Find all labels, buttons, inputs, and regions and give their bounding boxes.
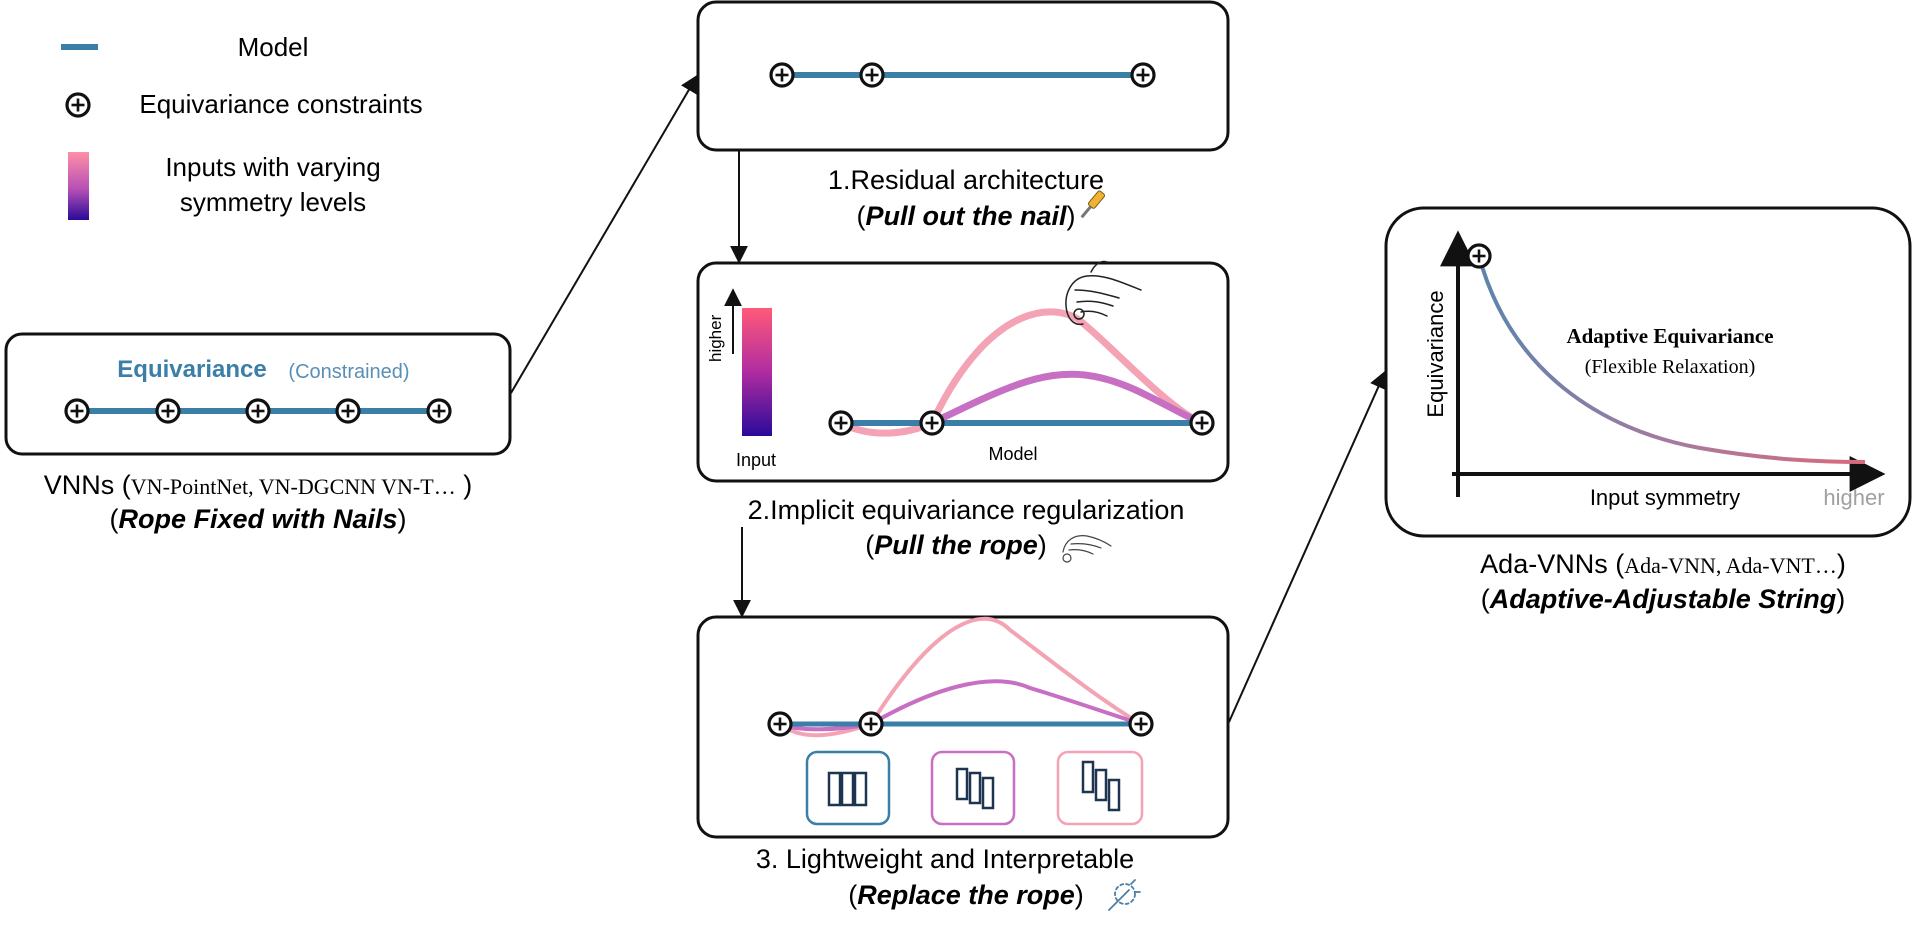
ada-subtitle: (Flexible Relaxation) — [1585, 356, 1756, 378]
ada-caption-examples: Ada-VNN, Ada-VNT… — [1624, 553, 1837, 578]
step2-metaphor-close: ) — [1038, 530, 1047, 560]
nail-icon — [426, 398, 452, 424]
vnns-metaphor-close: ) — [398, 504, 407, 534]
step3-metaphor: (Replace the rope) — [848, 880, 1084, 910]
step3-metaphor-close: ) — [1075, 880, 1084, 910]
ada-xlabel: Input symmetry — [1590, 485, 1740, 510]
ada-caption-prefix: Ada-VNNs ( — [1480, 549, 1624, 579]
staggered-blocks-icon — [1056, 750, 1144, 826]
legend-constraints-label: Equivariance constraints — [139, 89, 422, 119]
step2-violet-rope — [930, 370, 1204, 427]
vnns-caption-prefix: VNNs ( — [44, 470, 131, 500]
step1-panel — [696, 0, 1230, 152]
nail-icon — [1466, 243, 1492, 269]
vnns-caption-suffix: ) — [456, 470, 473, 500]
screwdriver-icon — [1080, 190, 1106, 219]
slightly-shifted-blocks-icon — [930, 750, 1016, 826]
nail-icon — [859, 62, 885, 88]
legend: Model Equivariance constraints Inputs wi… — [61, 32, 423, 220]
hand-pulling-icon — [1065, 260, 1142, 326]
vnns-metaphor: (Rope Fixed with Nails) — [109, 504, 406, 534]
step1-metaphor: (Pull out the nail) — [857, 201, 1076, 231]
vnns-panel: Equivariance (Constrained) — [4, 332, 512, 456]
step2-pink-rope — [839, 308, 1204, 437]
ada-metaphor: (Adaptive-Adjustable String) — [1481, 584, 1846, 614]
step2-model-label: Model — [988, 444, 1037, 464]
step2-metaphor-open: ( — [865, 530, 874, 560]
vnns-caption-examples: VN-PointNet, VN-DGCNN VN-T… — [131, 474, 456, 499]
ada-panel: Equivariance Input symmetry higher Adapt… — [1384, 206, 1912, 538]
legend-inputs-label-line1: Inputs with varying — [165, 152, 380, 182]
nail-icon — [919, 410, 945, 436]
step1-metaphor-close: ) — [1067, 201, 1076, 231]
arrow-vnns-to-step1 — [510, 74, 698, 394]
hand-pulling-small-icon — [1062, 535, 1112, 563]
ada-ylabel: Equivariance — [1423, 290, 1448, 417]
ada-x-end-label: higher — [1823, 485, 1884, 510]
step1-title: 1.Residual architecture — [828, 165, 1104, 195]
legend-inputs-label-line2: symmetry levels — [180, 187, 366, 217]
step3-metaphor-open: ( — [848, 880, 857, 910]
ada-caption: Ada-VNNs (Ada-VNN, Ada-VNT…) — [1480, 549, 1846, 579]
step1-metaphor-open: ( — [857, 201, 866, 231]
ada-equivariance-curve — [1477, 255, 1866, 464]
legend-gradient-swatch — [68, 152, 89, 220]
vnns-subtitle: (Constrained) — [288, 361, 409, 383]
vnns-metaphor-text: Rope Fixed with Nails — [118, 504, 397, 534]
legend-model-label: Model — [238, 32, 309, 62]
nail-icon — [335, 398, 361, 424]
vnns-panel-box — [4, 332, 512, 456]
step3-metaphor-text: Replace the rope — [857, 880, 1075, 910]
vnns-title: Equivariance — [117, 356, 266, 383]
nail-icon — [828, 410, 854, 436]
step3-pink-rope — [778, 616, 1143, 738]
step2-gradient-bar — [742, 308, 772, 436]
aligned-blocks-icon — [805, 750, 891, 826]
step2-panel: higher Input Model — [696, 260, 1230, 483]
magic-wand-icon — [1108, 879, 1141, 911]
vnns-caption: VNNs (VN-PointNet, VN-DGCNN VN-T… ) — [44, 470, 472, 500]
legend-nail-icon — [65, 92, 91, 118]
step3-title: 3. Lightweight and Interpretable — [756, 844, 1134, 874]
ada-metaphor-text: Adaptive-Adjustable String — [1489, 584, 1837, 614]
ada-metaphor-open: ( — [1481, 584, 1490, 614]
arrow-step3-to-ada — [1228, 370, 1387, 723]
nail-icon — [155, 398, 181, 424]
nail-icon — [1189, 410, 1215, 436]
nail-icon — [1130, 62, 1156, 88]
nail-icon — [769, 62, 795, 88]
ada-metaphor-close: ) — [1836, 584, 1845, 614]
vnns-metaphor-open: ( — [109, 504, 118, 534]
ada-caption-suffix: ) — [1837, 549, 1846, 579]
nail-icon — [64, 398, 90, 424]
step2-metaphor: (Pull the rope) — [865, 530, 1047, 560]
nail-icon — [858, 711, 884, 737]
nail-icon — [245, 398, 271, 424]
step1-metaphor-text: Pull out the nail — [866, 201, 1067, 231]
ada-title: Adaptive Equivariance — [1566, 324, 1773, 348]
step2-metaphor-text: Pull the rope — [874, 530, 1038, 560]
step2-higher-label: higher — [706, 314, 725, 362]
nail-icon — [767, 711, 793, 737]
step2-title: 2.Implicit equivariance regularization — [748, 495, 1185, 525]
nail-icon — [1128, 711, 1154, 737]
step3-violet-rope — [779, 679, 1142, 732]
step2-input-label: Input — [736, 450, 776, 470]
step3-panel — [696, 615, 1230, 839]
